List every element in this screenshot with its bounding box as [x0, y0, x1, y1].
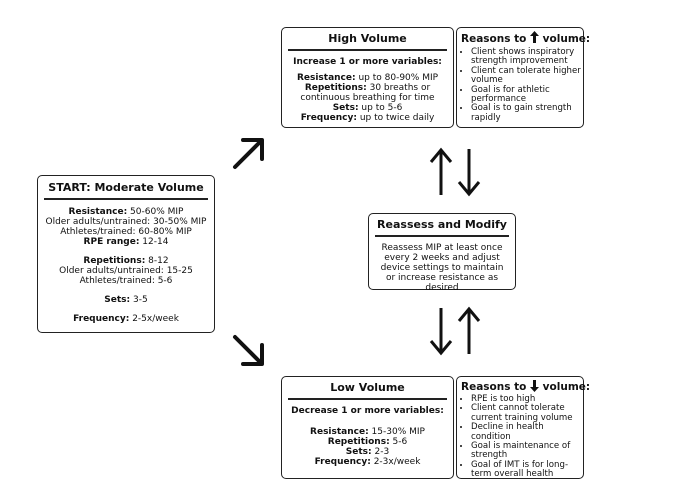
high-frequency-label: Frequency: — [300, 113, 357, 123]
start-sets-label: Sets: — [104, 295, 131, 305]
high-title: High Volume — [328, 32, 407, 45]
increase-reasons-title: Reasons to volume: — [457, 28, 590, 45]
list-item: Goal of IMT is for long-term overall hea… — [471, 460, 583, 480]
start-sets-value: 3-5 — [130, 295, 148, 305]
high-repetitions-line: Repetitions: 30 breaths or — [282, 83, 453, 93]
list-item: RPE is too high — [471, 394, 583, 404]
reassess-modify-box: Reassess and Modify Reassess MIP at leas… — [368, 213, 516, 293]
high-volume-box: High Volume Increase 1 or more variables… — [281, 27, 454, 128]
decrease-reasons-title: Reasons to volume: — [457, 377, 590, 393]
low-frequency-value: 2-3x/week — [370, 457, 421, 467]
increase-title-post: volume: — [539, 33, 591, 45]
decrease-reasons-list: RPE is too high Client cannot tolerate c… — [457, 394, 583, 480]
start-title: START: Moderate Volume — [48, 181, 204, 194]
low-sets-label: Sets: — [345, 447, 372, 457]
start-repetitions-line: Repetitions: 8-12 — [38, 256, 214, 266]
start-repetitions-value: 8-12 — [145, 256, 169, 266]
up-arrow-icon — [530, 31, 540, 43]
low-title: Low Volume — [330, 381, 405, 394]
start-resistance-label: Resistance: — [68, 207, 128, 217]
diagonal-up-right-arrow-icon — [233, 138, 264, 169]
low-repetitions-value: 5-6 — [389, 437, 408, 447]
high-sets-line: Sets: up to 5-6 — [282, 103, 453, 113]
high-repetitions-value: 30 breaths or — [366, 83, 431, 93]
start-rpe-line: RPE range: 12-14 — [38, 237, 214, 247]
start-athletes: Athletes/trained: 60-80% MIP — [60, 227, 192, 237]
list-item: Client shows inspiratory strength improv… — [471, 47, 583, 67]
increase-title-pre: Reasons to — [461, 33, 531, 45]
low-frequency-label: Frequency: — [314, 457, 371, 467]
list-item: Client can tolerate higher volume — [471, 66, 583, 86]
low-intro: Decrease 1 or more variables: — [291, 406, 444, 416]
low-sets-value: 2-3 — [371, 447, 390, 457]
low-frequency-line: Frequency: 2-3x/week — [282, 457, 453, 467]
list-item: Goal is for athletic performance — [471, 85, 583, 105]
start-frequency-label: Frequency: — [73, 314, 130, 324]
start-resistance-line: Resistance: 50-60% MIP — [38, 207, 214, 217]
start-reps-older: Older adults/untrained: 15-25 — [59, 266, 193, 276]
list-item: Goal is maintenance of strength — [471, 441, 583, 461]
start-frequency-value: 2-5x/week — [129, 314, 179, 324]
low-repetitions-line: Repetitions: 5-6 — [282, 437, 453, 447]
start-sets-line: Sets: 3-5 — [38, 295, 214, 305]
low-resistance-line: Resistance: 15-30% MIP — [282, 427, 453, 437]
start-repetitions-label: Repetitions: — [83, 256, 146, 266]
up-down-arrows-icon — [429, 147, 481, 197]
start-older-adults: Older adults/untrained: 30-50% MIP — [45, 217, 207, 227]
decrease-title-post: volume: — [539, 381, 591, 393]
start-rpe-value: 12-14 — [139, 237, 169, 247]
reassess-title-rule — [375, 235, 509, 237]
start-rpe-label: RPE range: — [83, 237, 140, 247]
list-item: Goal is to gain strength rapidly — [471, 104, 583, 123]
diagonal-down-right-arrow-icon — [233, 335, 264, 366]
down-up-arrows-icon — [429, 306, 481, 356]
start-resistance-value: 50-60% MIP — [127, 207, 184, 217]
high-resistance-value: up to 80-90% MIP — [355, 73, 439, 83]
low-title-rule — [288, 398, 447, 400]
high-repetitions-cont: continuous breathing for time — [300, 93, 435, 103]
low-resistance-label: Resistance: — [310, 427, 369, 437]
high-frequency-value: up to twice daily — [356, 113, 435, 123]
reassess-title: Reassess and Modify — [377, 218, 507, 231]
high-intro: Increase 1 or more variables: — [293, 57, 442, 67]
down-arrow-icon — [530, 380, 540, 392]
start-reps-athletes: Athletes/trained: 5-6 — [79, 276, 173, 286]
list-item: Client cannot tolerate current training … — [471, 404, 583, 423]
high-repetitions-label: Repetitions: — [304, 83, 367, 93]
high-sets-label: Sets: — [332, 103, 359, 113]
decrease-reasons-box: Reasons to volume: RPE is too high Clien… — [456, 376, 590, 480]
high-frequency-line: Frequency: up to twice daily — [282, 113, 453, 123]
high-resistance-label: Resistance: — [296, 73, 356, 83]
list-item: Decline in health condition — [471, 423, 583, 442]
increase-reasons-list: Client shows inspiratory strength improv… — [457, 47, 583, 123]
low-volume-box: Low Volume Decrease 1 or more variables:… — [281, 376, 454, 479]
high-sets-value: up to 5-6 — [358, 103, 403, 113]
reassess-body: Reassess MIP at least once every 2 weeks… — [380, 243, 504, 293]
start-frequency-line: Frequency: 2-5x/week — [38, 314, 214, 324]
start-title-rule — [44, 198, 208, 200]
start-moderate-volume-box: START: Moderate Volume Resistance: 50-60… — [37, 175, 215, 333]
low-resistance-value: 15-30% MIP — [368, 427, 425, 437]
high-resistance-line: Resistance: up to 80-90% MIP — [282, 73, 453, 83]
decrease-title-pre: Reasons to — [461, 381, 531, 393]
high-title-rule — [288, 49, 447, 51]
low-sets-line: Sets: 2-3 — [282, 447, 453, 457]
increase-reasons-box: Reasons to volume: Client shows inspirat… — [456, 27, 590, 128]
low-repetitions-label: Repetitions: — [327, 437, 390, 447]
